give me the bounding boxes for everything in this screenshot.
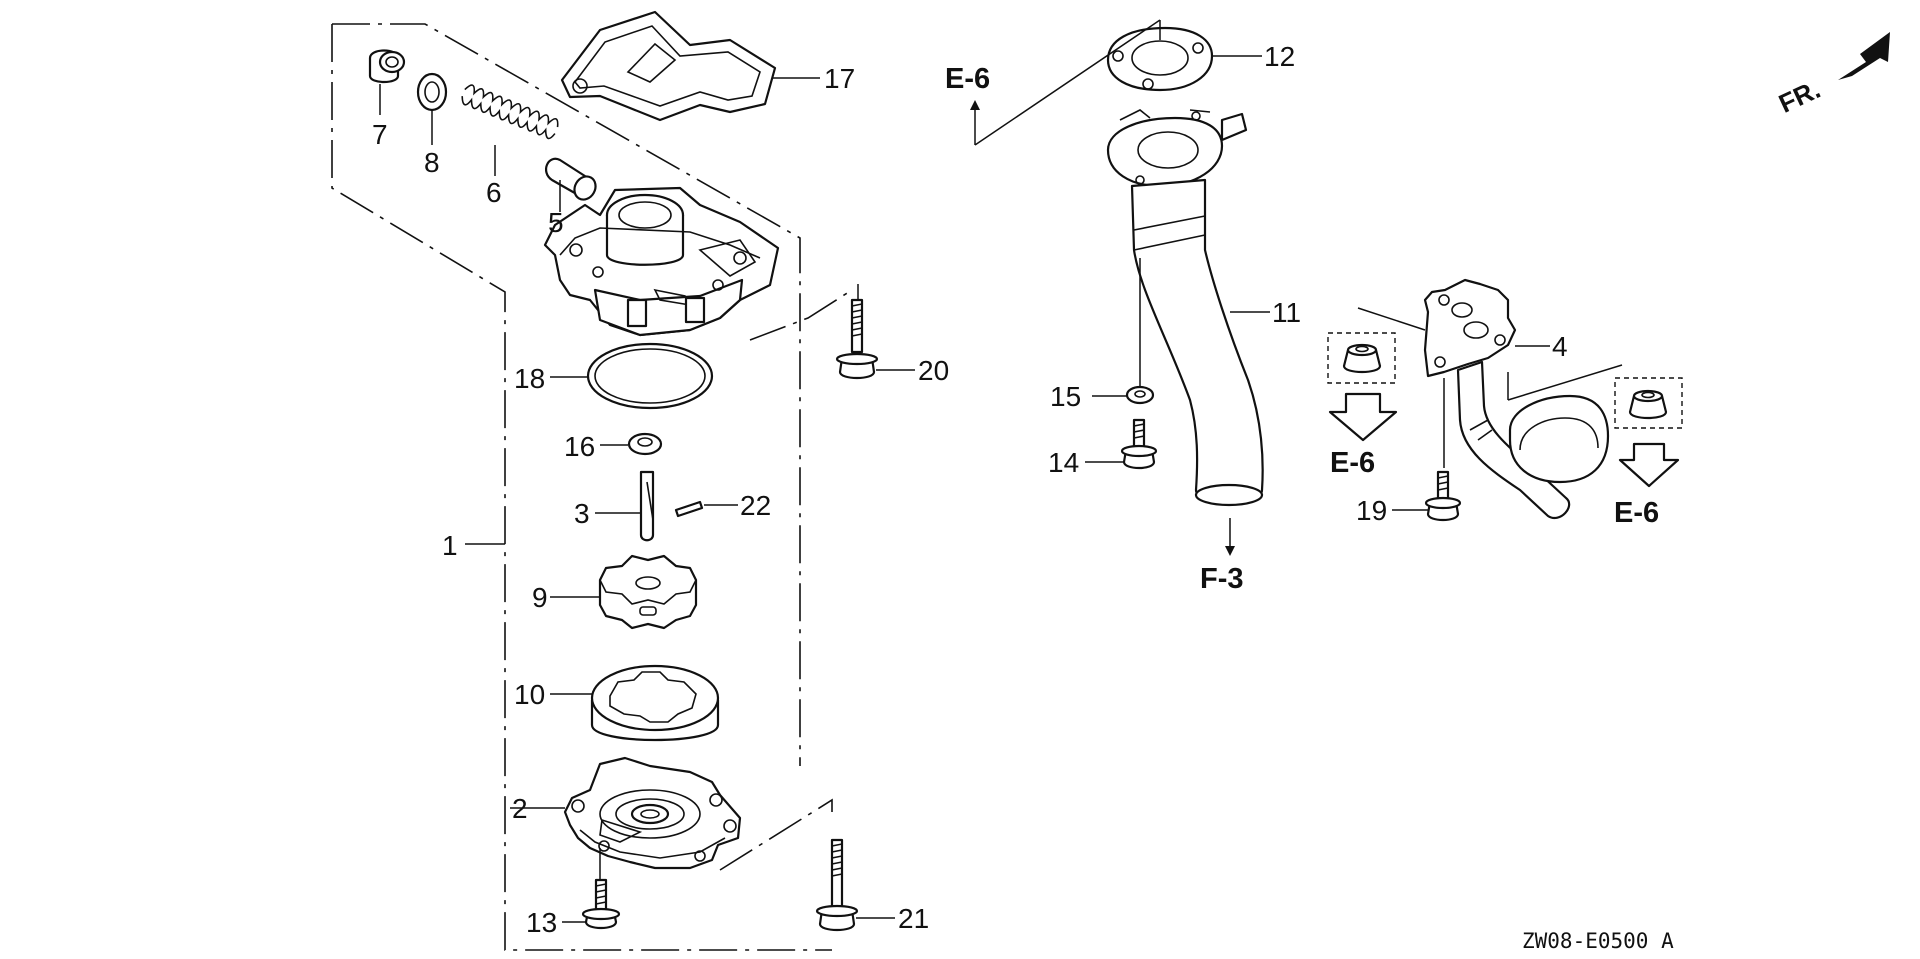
part-14-bolt (1085, 418, 1158, 470)
callout-20: 20 (918, 355, 949, 386)
callout-10: 10 (514, 679, 545, 710)
part-22-pin (674, 500, 738, 518)
callout-8: 8 (424, 147, 440, 178)
callout-labels: 1 2 3 4 5 6 7 8 9 10 11 12 13 14 15 16 1… (372, 41, 1568, 938)
part-18-o-ring (550, 342, 714, 410)
part-10-outer-rotor (550, 664, 720, 742)
ref-e6-right: E-6 (1614, 497, 1659, 529)
assembly-boundary (331, 23, 853, 951)
part-6-spring (461, 84, 559, 176)
part-19-bolt (1392, 470, 1462, 522)
part-17-gasket (560, 10, 820, 122)
callout-14: 14 (1048, 447, 1079, 478)
callout-5: 5 (548, 207, 564, 238)
reference-labels: E-6 E-6 E-6 F-3 (945, 63, 1659, 595)
callout-21: 21 (898, 903, 929, 934)
part-11-oil-pipe (1106, 109, 1270, 556)
callout-19: 19 (1356, 495, 1387, 526)
part-7-plug (368, 49, 406, 115)
nut-box-left (1327, 332, 1398, 442)
ref-f3: F-3 (1200, 563, 1244, 595)
part-12-gasket (974, 19, 1262, 146)
callout-18: 18 (514, 363, 545, 394)
callout-3: 3 (574, 498, 590, 529)
callout-15: 15 (1050, 381, 1081, 412)
part-2-pump-cover (510, 756, 742, 880)
part-15-washer (1092, 385, 1155, 405)
part-16-seal (600, 432, 663, 456)
part-13-bolt (562, 878, 621, 930)
part-4-oil-strainer (1357, 278, 1623, 519)
callout-7: 7 (372, 119, 388, 150)
callout-9: 9 (532, 582, 548, 613)
pump-body (543, 186, 780, 337)
callout-12: 12 (1264, 41, 1295, 72)
callout-13: 13 (526, 907, 557, 938)
callout-11: 11 (1272, 297, 1301, 328)
part-9-inner-rotor (550, 554, 698, 630)
part-3-shaft (595, 470, 655, 542)
diagram-code: ZW08-E0500 A (1522, 929, 1674, 953)
part-21-bolt (719, 798, 895, 932)
callout-2: 2 (512, 793, 528, 824)
callout-16: 16 (564, 431, 595, 462)
callout-1: 1 (442, 530, 458, 561)
nut-box-right (1614, 377, 1683, 488)
callout-4: 4 (1552, 331, 1568, 362)
callout-17: 17 (824, 63, 855, 94)
ref-arrow-e6-top (970, 100, 980, 120)
part-8-washer (416, 72, 448, 145)
callout-22: 22 (740, 490, 771, 521)
ref-e6-top: E-6 (945, 63, 990, 95)
part-5-relief-valve (544, 157, 597, 212)
front-indicator-label: FR. (1774, 74, 1825, 119)
callout-6: 6 (486, 177, 502, 208)
front-direction-arrow: FR. (1774, 32, 1890, 119)
part-20-bolt (835, 284, 915, 380)
ref-e6-left: E-6 (1330, 447, 1375, 479)
